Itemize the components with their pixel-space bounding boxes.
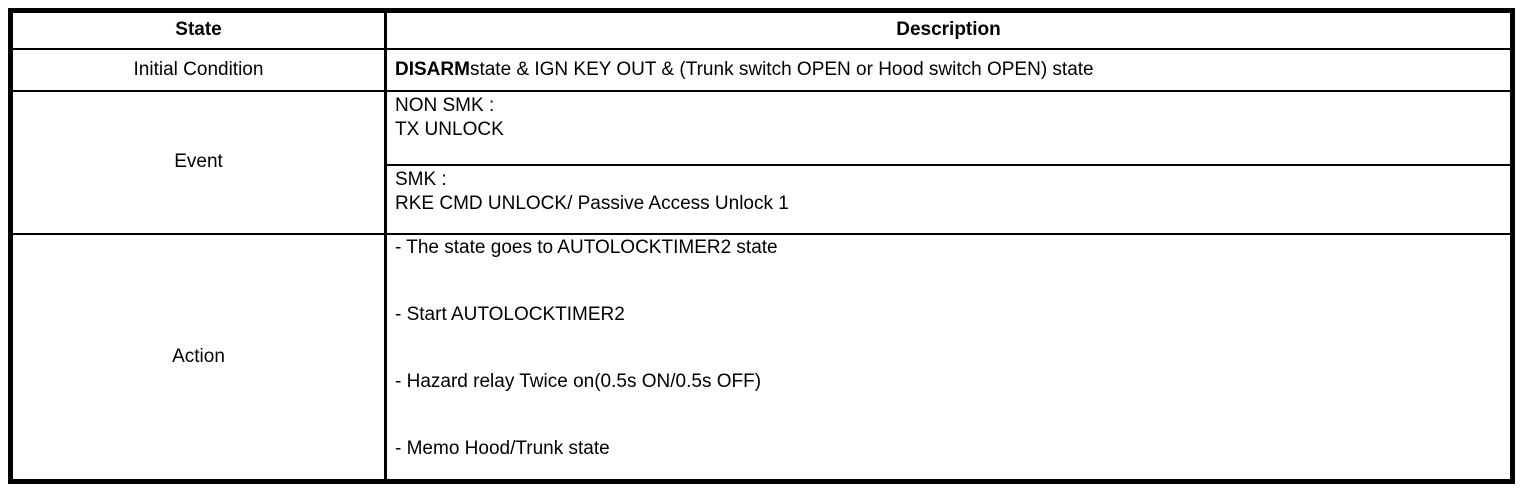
event-label: Event	[9, 89, 387, 235]
event-smk-description: SMK : RKE CMD UNLOCK/ Passive Access Unl…	[384, 163, 1514, 235]
header-description: Description	[384, 9, 1514, 50]
event-non-smk-description: NON SMK : TX UNLOCK	[384, 89, 1514, 166]
action-label: Action	[9, 232, 387, 483]
initial-condition-label: Initial Condition	[9, 47, 387, 92]
row-action: Action - The state goes to AUTOLOCKTIMER…	[9, 232, 1514, 483]
row-event-non-smk: Event NON SMK : TX UNLOCK	[9, 89, 1514, 235]
event-smk-line1: SMK :	[395, 168, 447, 190]
action-item: - Hazard relay Twice on(0.5s ON/0.5s OFF…	[395, 370, 762, 392]
event-non-smk-line1: NON SMK :	[395, 94, 495, 116]
table-header-row: State Description	[9, 9, 1514, 50]
action-item: - Memo Hood/Trunk state	[395, 437, 610, 459]
action-description: - The state goes to AUTOLOCKTIMER2 state…	[384, 232, 1514, 483]
initial-condition-description-text: state & IGN KEY OUT & (Trunk switch OPEN…	[469, 58, 1094, 80]
row-initial-condition: Initial Condition DISARMstate & IGN KEY …	[9, 47, 1514, 92]
header-state: State	[9, 9, 387, 50]
action-item: - The state goes to AUTOLOCKTIMER2 state	[395, 236, 778, 258]
event-smk-line2: RKE CMD UNLOCK/ Passive Access Unlock 1	[395, 192, 789, 214]
action-item: - Start AUTOLOCKTIMER2	[395, 303, 625, 325]
state-description-table: State Description Initial Condition DISA…	[8, 8, 1515, 484]
row-event-smk: SMK : RKE CMD UNLOCK/ Passive Access Unl…	[11, 163, 1514, 235]
event-non-smk-line2: TX UNLOCK	[395, 118, 504, 140]
initial-condition-description: DISARMstate & IGN KEY OUT & (Trunk switc…	[384, 47, 1514, 92]
initial-condition-bold-prefix: DISARM	[395, 58, 470, 80]
